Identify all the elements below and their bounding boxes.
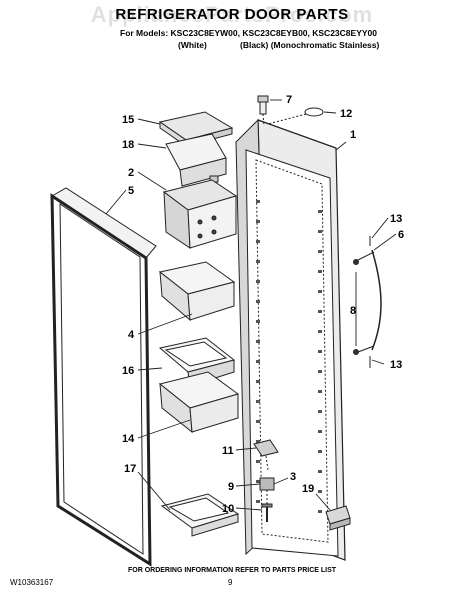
callout-1: 1 [350, 129, 356, 141]
callout-14: 14 [122, 433, 135, 445]
page-number: 9 [228, 578, 233, 587]
callout-16: 16 [122, 365, 134, 377]
callout-13-bottom: 13 [390, 359, 402, 371]
dairy-bin-part [162, 179, 238, 249]
door-bin-upper-part [158, 261, 236, 322]
variant-white-label: (White) [178, 40, 207, 50]
shelf-tray-part [160, 493, 240, 537]
callout-11: 11 [222, 445, 234, 457]
bin-front-part [165, 133, 227, 187]
hinge-cover-part [325, 505, 351, 531]
hinge-cap-part [257, 95, 269, 127]
leader-lines [105, 99, 397, 511]
callout-7: 7 [286, 94, 292, 106]
page-title: REFRIGERATOR DOOR PARTS [115, 6, 349, 23]
callout-15: 15 [122, 114, 134, 126]
callout-19: 19 [302, 483, 314, 495]
door-gasket-part [50, 187, 157, 567]
door-panel-part [235, 118, 346, 561]
document-id: W10363167 [10, 578, 54, 587]
callout-4: 4 [128, 329, 135, 341]
ordering-note: FOR ORDERING INFORMATION REFER TO PARTS … [127, 567, 337, 574]
hole-plug-part [267, 107, 324, 125]
callout-9: 9 [228, 481, 234, 493]
watermark: AppliancePartsPros.com [90, 2, 374, 27]
door-handle-part [353, 236, 382, 368]
callout-12: 12 [340, 108, 352, 120]
callout-2: 2 [128, 167, 134, 179]
callout-13-top: 13 [390, 213, 402, 225]
liner-dimples [256, 200, 322, 513]
variant-black-label: (Black) (Monochromatic Stainless) [240, 40, 380, 50]
callout-8: 8 [350, 305, 356, 317]
callout-18: 18 [122, 139, 134, 151]
door-bin-lower-part [158, 371, 240, 434]
model-list: For Models: KSC23C8EYW00, KSC23C8EYB00, … [120, 28, 377, 38]
bottom-hinge-part [253, 439, 279, 471]
callout-3: 3 [290, 471, 296, 483]
callout-6: 6 [398, 229, 404, 241]
callout-10: 10 [222, 503, 234, 515]
callout-17: 17 [124, 463, 136, 475]
callout-5: 5 [128, 185, 134, 197]
hinge-screw-part [261, 503, 273, 522]
diagram-header: AppliancePartsPros.com REFRIGERATOR DOOR… [0, 0, 464, 62]
